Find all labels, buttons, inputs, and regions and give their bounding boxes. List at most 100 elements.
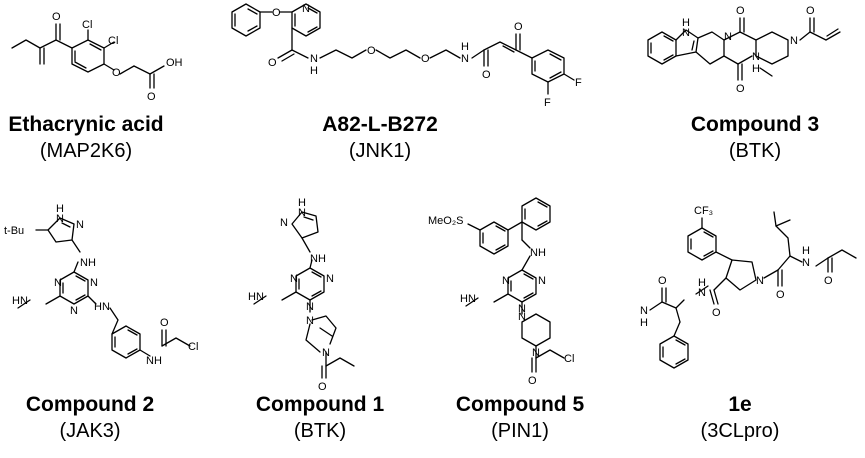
structure-compound-2: t-Bu H N N NH N N N H N H N NH O Cl [0,196,200,392]
atom-label: N [306,315,314,327]
compound-name: 1e [728,393,752,416]
atom-label: Cl [108,35,118,47]
atom-label: N [790,35,798,47]
atom-label: H [752,63,760,75]
atom-label: O [112,67,121,79]
atom-label: H [640,317,648,329]
compound-target: (JAK3) [59,420,121,442]
atom-label: N [640,305,648,317]
atom-label: N [280,217,288,229]
atom-label: N [302,3,310,15]
atom-label: Cl [564,353,574,365]
structure-1e: CF₃ N O N H O N H O N H O [636,196,861,392]
compound-name: A82-L-B272 [322,113,438,136]
structure-a82-l-b272: N O O N H O O N H O O F F [220,0,620,112]
structure-compound-3: H N N O N O O N H [640,0,862,112]
atom-label: N [468,293,476,305]
compound-caption: Ethacrynic acid (MAP2K6) [0,112,172,164]
atom-label: O [318,381,327,392]
compound-name: Compound 5 [455,393,585,416]
atom-label: NH [80,257,96,269]
compound-name: Compound 1 [255,393,385,416]
atom-label: O [776,289,785,301]
atom-label: N [756,275,764,287]
compound-target: (3CLpro) [700,420,780,442]
structure-compound-5: MeO₂S NH N N N H N N N O Cl [420,196,610,392]
atom-label: N [54,277,62,289]
atom-label: N [310,53,318,65]
atom-label: O [736,83,745,95]
atom-label: N [461,53,469,65]
compound-caption: 1e (3CLpro) [660,392,820,444]
atom-label: Cl [188,341,198,353]
atom-label: O [421,53,430,65]
atom-label: F [575,77,582,89]
atom-label: N [724,31,732,43]
atom-label: N [502,275,510,287]
atom-label: H [298,197,306,209]
compound-target: (BTK) [293,420,347,442]
atom-label: H [94,301,102,313]
compound-caption: Compound 3 (BTK) [680,112,830,164]
atom-label: Cl [82,19,92,31]
atom-label: O [824,275,833,287]
atom-label: O [268,57,277,69]
atom-label: MeO₂S [428,215,463,227]
compound-caption: Compound 1 (BTK) [240,392,400,444]
compound-target: (JNK1) [348,140,412,162]
atom-label: NH [146,355,162,367]
atom-label: H [698,277,706,289]
compound-caption: A82-L-B272 (JNK1) [300,112,460,164]
atom-label: H [56,203,64,215]
atom-label: O [528,375,537,387]
atom-label: O [806,5,815,17]
atom-label: OH [166,57,183,69]
compound-target: (PIN1) [491,420,549,442]
atom-label: O [272,7,281,19]
compound-target: (MAP2K6) [39,140,133,162]
atom-label: O [736,5,745,17]
atom-label: F [544,97,551,109]
structure-ethacrynic-acid: O Cl Cl O O OH [0,0,200,112]
atom-label: N [76,219,84,231]
compound-name: Compound 3 [690,113,820,136]
atom-label: N [20,295,28,307]
atom-label: N [322,347,330,359]
atom-label: N [538,275,546,287]
atom-label: H [248,291,256,303]
atom-label: O [482,69,491,81]
atom-label: N [518,311,526,323]
atom-label: H [310,65,318,77]
atom-label: N [698,287,706,299]
atom-label: N [90,277,98,289]
atom-label: N [802,257,810,269]
atom-label: N [298,207,306,219]
compound-caption: Compound 2 (JAK3) [0,392,180,444]
atom-label: NH [530,247,546,259]
compound-target: (BTK) [728,140,782,162]
compound-name: Compound 2 [25,393,155,416]
compound-name: Ethacrynic acid [8,113,164,136]
atom-label: N [290,273,298,285]
atom-label: H [682,17,690,29]
atom-label: N [682,27,690,39]
atom-label: O [160,317,169,329]
atom-label: N [326,273,334,285]
atom-label: N [70,305,78,317]
atom-label: NH [310,253,326,265]
atom-label: O [147,91,156,103]
structure-compound-1: H N N NH N N N H N N N O [240,196,400,392]
atom-label: O [658,275,667,287]
atom-label: H [802,245,810,257]
atom-label: O [52,11,61,23]
atom-label: H [461,41,469,53]
atom-label: O [712,307,721,319]
atom-label: H [12,295,20,307]
atom-label: N [56,213,64,225]
atom-label: H [460,293,468,305]
atom-label: O [367,45,376,57]
atom-label: N [306,301,314,313]
atom-label: CF₃ [694,205,713,217]
atom-label: N [102,301,110,313]
atom-label: t-Bu [4,225,24,237]
